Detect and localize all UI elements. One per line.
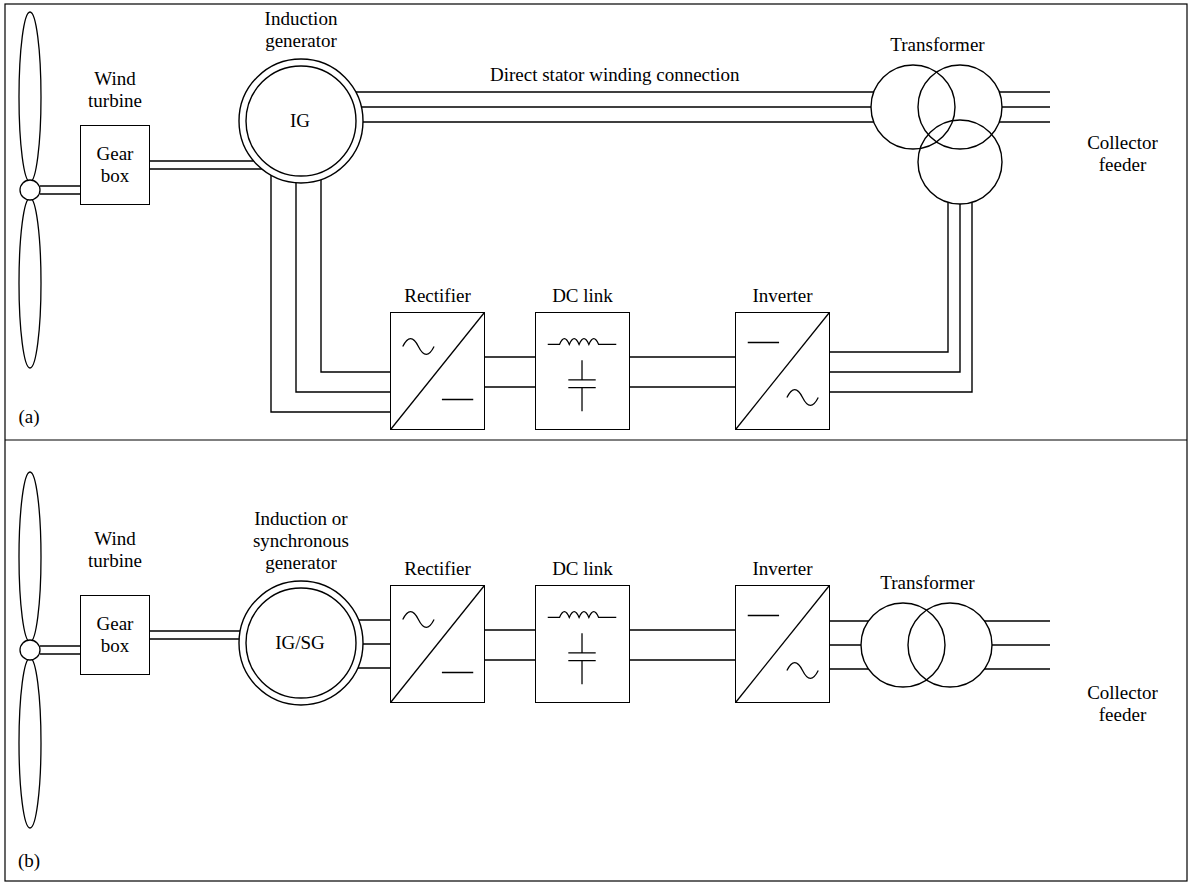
transformer-symbol: Transformer [860,600,995,690]
transformer-symbol: Transformer [870,62,1005,208]
blade [19,198,41,368]
wind-turbine-rotor [19,12,80,368]
box-label: IG/SG [242,632,358,654]
symbol-stroke [736,586,829,702]
winding-circle [239,581,363,705]
symbol-stroke [787,390,818,406]
winding-circle [239,59,363,183]
symbol-stroke [391,313,484,429]
heading-label: Transformer [890,34,984,56]
heading-label: Transformer [880,572,974,594]
inverter-box: Inverter [735,312,830,430]
blade [19,658,41,828]
connection-label: Direct stator winding connection [487,64,743,86]
heading-label: DC link [552,285,613,307]
wind-turbine-rotor [19,472,80,828]
feeder-wire [984,620,1050,621]
blade [19,472,41,642]
symbol-stroke [736,313,829,429]
transformer-windings [870,62,1005,208]
heading-label: DC link [552,558,613,580]
figure-frame [5,4,1187,881]
feeder-wire [999,121,1050,122]
box-label: Gear box [85,143,145,187]
symbol-stroke [568,360,595,411]
converter-symbol [736,586,829,702]
converter-symbol [391,313,484,429]
winding-circle [908,603,992,687]
rectifier-box: Rectifier [390,585,485,703]
gear-box: Gear box [80,595,150,675]
converter-symbol [736,313,829,429]
symbol-stroke [787,663,818,679]
power-connection [830,202,972,392]
heading-label: Inverter [752,285,812,307]
heading-label: Rectifier [404,285,470,307]
converter-symbol [536,313,629,429]
symbol-stroke [442,399,473,400]
winding-circle [918,65,1002,149]
turbine-label: Wind turbine [70,528,160,572]
power-connection [485,630,535,660]
panel-label: (b) [12,850,46,872]
winding-circle [871,65,955,149]
feeder-wire [999,91,1050,92]
power-connection [271,175,390,412]
symbol-stroke [391,586,484,702]
feeder-wire [984,668,1050,669]
heading-label: Induction or synchronous generator [236,508,366,574]
winding-circle [861,603,945,687]
heading-label: Inverter [752,558,812,580]
hub [20,640,40,660]
power-connection [356,92,874,122]
converter-symbol [391,586,484,702]
shaft-line [40,645,80,646]
shaft-line [40,193,80,194]
symbol-stroke [403,612,434,628]
power-connection [485,357,535,387]
symbol-stroke [748,615,779,616]
generator-circle: Induction or synchronous generatorIG/SG [238,580,364,706]
rectifier-box: Rectifier [390,312,485,430]
feeder-label: Collector feeder [1070,132,1175,176]
shaft-line [40,185,80,186]
heading-label: Rectifier [404,558,470,580]
power-connection [630,357,735,387]
feeder-wire [992,644,1050,645]
panel-label: (a) [12,406,46,428]
transformer-windings [860,600,995,690]
symbol-stroke [568,633,595,684]
inverter-box: Inverter [735,585,830,703]
turbine-label: Wind turbine [70,68,160,112]
heading-label: Induction generator [236,8,366,52]
winding-circle [918,120,1002,204]
symbol-stroke [748,342,779,343]
generator-circle: Induction generatorIG [238,58,364,184]
feeder-wire [1002,106,1050,107]
power-connection [150,631,240,639]
power-connection [830,621,869,669]
box-label: IG [242,110,358,132]
box-label: Gear box [85,613,145,657]
feeder-wires [984,92,1050,669]
panel-divider [5,439,1187,440]
feeder-label: Collector feeder [1070,682,1175,726]
dc-link-box: DC link [535,585,630,703]
symbol-stroke [548,339,617,345]
hub [20,180,40,200]
dc-link-box: DC link [535,312,630,430]
power-connection [630,630,735,660]
shaft-line [40,653,80,654]
gear-box: Gear box [80,125,150,205]
blade [19,12,41,182]
symbol-stroke [442,672,473,673]
symbol-stroke [548,612,617,618]
converter-symbol [536,586,629,702]
power-connection [150,161,262,169]
symbol-stroke [403,339,434,355]
